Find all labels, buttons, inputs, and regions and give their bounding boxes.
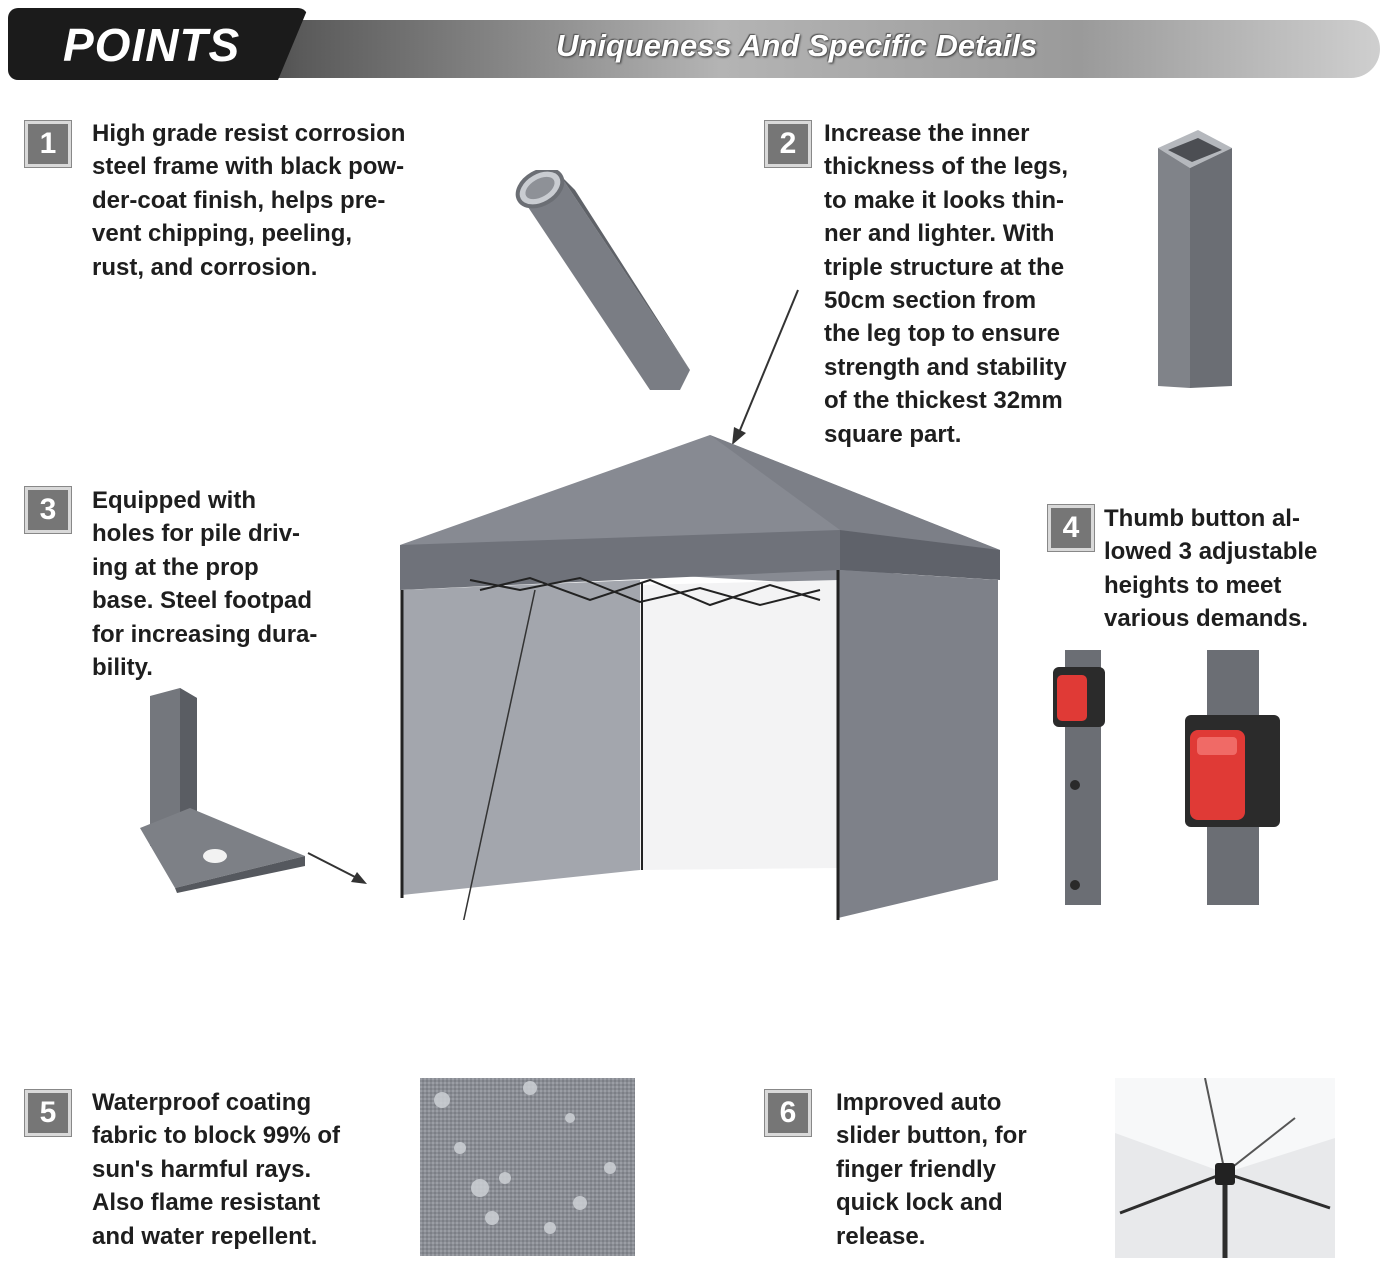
feature-text-6: Improved auto slider button, for finger … (836, 1086, 1027, 1253)
feature-line: steel frame with black pow- (92, 153, 405, 181)
feature-line: base. Steel footpad (92, 587, 313, 615)
banner-bar (180, 20, 1380, 78)
feature-line: to make it looks thin- (824, 186, 1065, 214)
header-banner: POINTS Uniqueness And Specific Details (0, 0, 1389, 90)
feature-line: rust, and corrosion. (92, 253, 318, 281)
feature-line: slider button, for (836, 1122, 1027, 1150)
feature-line: bility. (92, 654, 153, 682)
banner-tag: POINTS (8, 8, 308, 80)
fabric-image (420, 1078, 635, 1256)
feature-text-4: Thumb button al- lowed 3 adjustable heig… (1104, 502, 1317, 636)
thumb-button-image (1053, 650, 1280, 905)
feature-line: Thumb button al- (1104, 505, 1300, 532)
feature-line: Waterproof coating (92, 1089, 312, 1116)
feature-line: triple structure at the (824, 253, 1065, 281)
feature-number-1: 1 (25, 121, 71, 167)
feature-line: fabric to block 99% of (92, 1122, 341, 1150)
feature-line: lowed 3 adjustable (1104, 538, 1318, 566)
feature-line: Also flame resistant (92, 1189, 321, 1217)
slider-image (1115, 1078, 1335, 1258)
feature-line: holes for pile driv- (92, 520, 301, 548)
feature-line: High grade resist corrosion (92, 120, 406, 147)
feature-line: and water repellent. (92, 1222, 318, 1250)
feature-number-5: 5 (25, 1090, 71, 1136)
feature-line: heights to meet (1104, 571, 1282, 599)
feature-line: sun's harmful rays. (92, 1155, 312, 1183)
page-title: POINTS (63, 19, 241, 71)
feature-line: der-coat finish, helps pre- (92, 186, 386, 214)
feature-line: square part. (824, 420, 962, 448)
feature-line: Increase the inner (824, 120, 1030, 147)
feature-number-4: 4 (1048, 505, 1094, 551)
feature-line: the leg top to ensure (824, 320, 1061, 348)
feature-line: Improved auto (836, 1089, 1002, 1116)
feature-text-5: Waterproof coating fabric to block 99% o… (92, 1086, 340, 1253)
feature-line: 50cm section from (824, 287, 1037, 315)
feature-text-1: High grade resist corrosion steel frame … (92, 117, 405, 284)
footpad-image (140, 688, 305, 893)
pointer-arrow (732, 289, 799, 445)
feature-line: quick lock and (836, 1189, 1003, 1217)
feature-line: various demands. (1104, 605, 1309, 633)
feature-line: ing at the prop (92, 553, 259, 581)
feature-line: Equipped with (92, 487, 256, 514)
feature-line: strength and stability (824, 353, 1067, 381)
square-leg-image (1158, 130, 1232, 388)
feature-line: finger friendly (836, 1155, 997, 1183)
feature-text-2: Increase the inner thickness of the legs… (824, 117, 1068, 451)
feature-line: thickness of the legs, (824, 153, 1069, 181)
feature-number-6: 6 (765, 1090, 811, 1136)
footpad-arrow (307, 852, 367, 884)
feature-text-3: Equipped with holes for pile driv- ing a… (92, 484, 317, 684)
feature-number-2: 2 (765, 121, 811, 167)
feature-line: release. (836, 1222, 926, 1250)
feature-line: of the thickest 32mm (824, 387, 1063, 415)
feature-line: vent chipping, peeling, (92, 220, 353, 248)
round-tube-image (515, 170, 690, 390)
feature-line: for increasing dura- (92, 620, 318, 648)
canopy-tent-image (400, 435, 1000, 920)
feature-line: ner and lighter. With (824, 220, 1055, 248)
page-subtitle: Uniqueness And Specific Details (556, 28, 1038, 63)
feature-number-3: 3 (25, 487, 71, 533)
